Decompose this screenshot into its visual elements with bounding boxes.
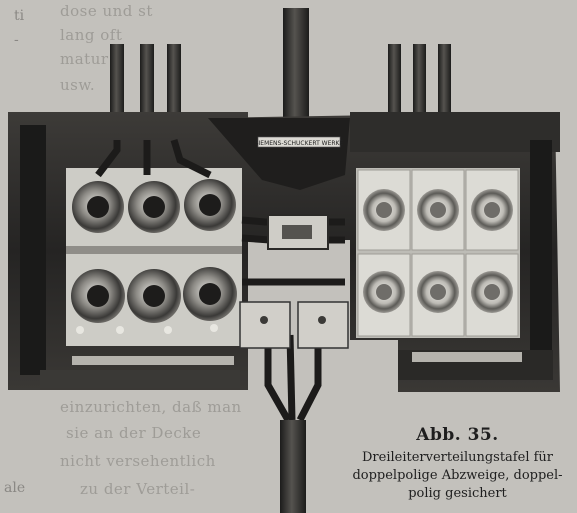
caption-line-2: doppelpolige Abzweige, doppel-	[352, 468, 563, 483]
top-conduits	[110, 8, 451, 144]
bleed-text-line-3: matur	[60, 50, 109, 68]
plate-label: SIEMENS-SCHUCKERT WERKE	[255, 140, 344, 147]
left-fuse-block	[66, 168, 242, 346]
manufacturer-plate: SIEMENS-SCHUCKERT WERKE	[255, 136, 344, 148]
right-fuse-block	[356, 168, 520, 338]
bleed-text-line-7: nicht versehentlich	[60, 452, 216, 470]
figure-number: Abb. 35.	[416, 425, 499, 445]
bleed-text-line-8: zu der Verteil-	[80, 480, 196, 498]
bleed-text-line-2: lang oft	[60, 26, 123, 44]
margin-mark-1: ti	[14, 8, 25, 24]
bleed-text-line-1: dose und st	[60, 2, 153, 20]
bleed-text-line-6: sie an der Decke	[66, 424, 202, 442]
bottom-conduit	[280, 420, 306, 513]
caption-line-1: Dreileiterverteilungstafel für	[361, 450, 554, 465]
center-terminals	[239, 214, 349, 349]
caption-text: Dreileiterverteilungstafel für doppelpol…	[345, 449, 570, 503]
figure-caption: Abb. 35. Dreileiterverteilungstafel für …	[345, 425, 570, 503]
bleed-text-line-4: usw.	[60, 76, 96, 94]
bleed-text-line-5: einzurichten, daß man	[60, 398, 242, 416]
margin-mark-2: -	[14, 32, 19, 48]
margin-mark-3: ale	[4, 480, 26, 496]
caption-line-3: polig gesichert	[408, 486, 507, 501]
